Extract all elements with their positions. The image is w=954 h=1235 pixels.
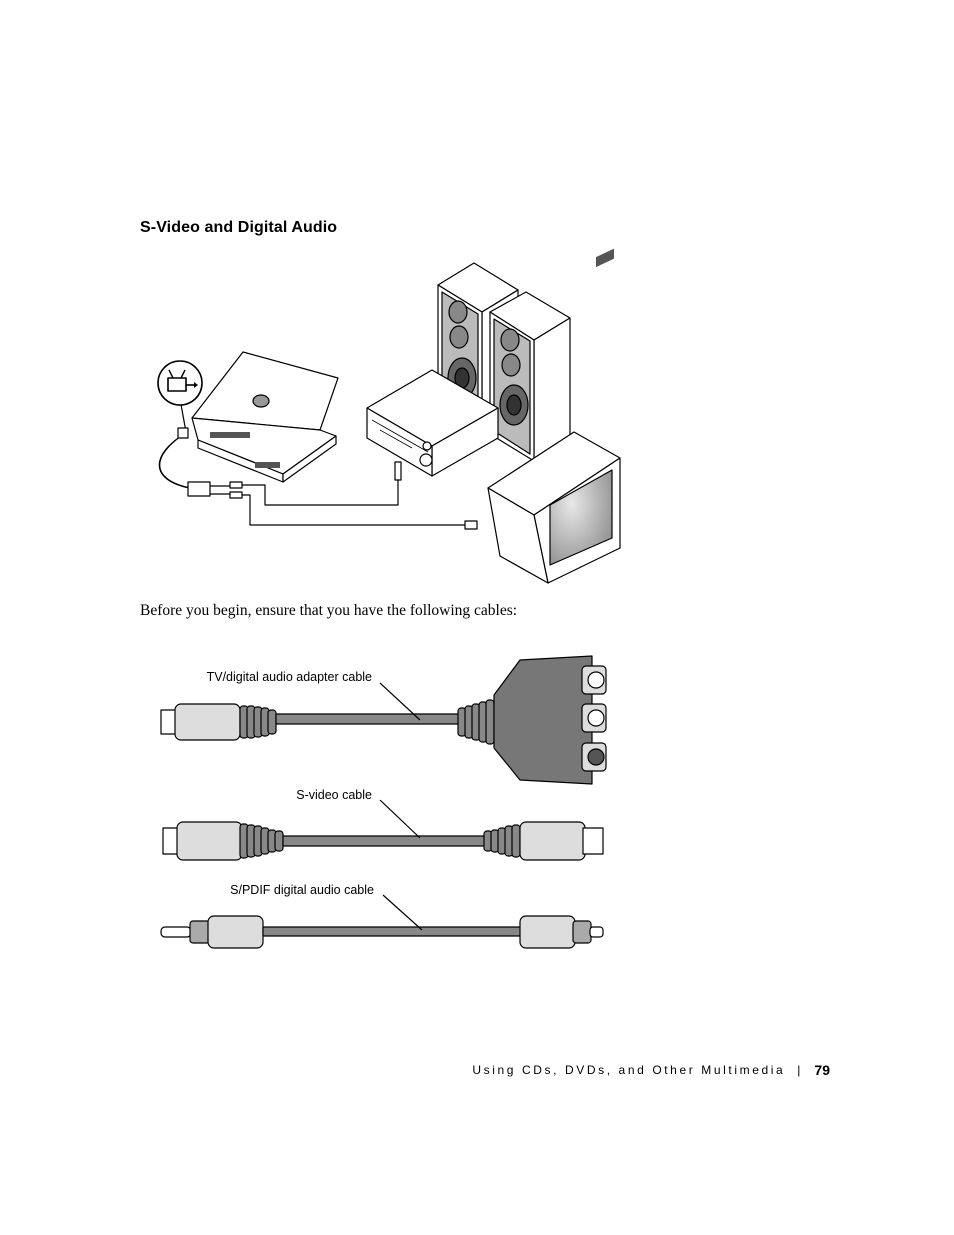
laptop-icon	[191, 351, 339, 483]
spdif-cable-label: S/PDIF digital audio cable	[230, 883, 374, 897]
page-number: 79	[814, 1062, 830, 1078]
television-icon	[487, 248, 621, 584]
tv-adapter-cable-label: TV/digital audio adapter cable	[206, 670, 372, 684]
footer-separator: |	[797, 1063, 801, 1077]
speaker-icon	[489, 291, 571, 462]
receiver-icon	[366, 369, 499, 477]
intro-text: Before you begin, ensure that you have t…	[140, 602, 518, 619]
svideo-cable-illustration	[162, 799, 604, 861]
footer-section-title: Using CDs, DVDs, and Other Multimedia	[472, 1063, 786, 1077]
section-heading: S-Video and Digital Audio	[140, 219, 338, 236]
tv-out-icon	[157, 360, 203, 406]
spdif-cable-illustration	[160, 894, 604, 949]
svideo-cable-label: S-video cable	[296, 788, 372, 802]
page-footer: Using CDs, DVDs, and Other Multimedia | …	[472, 1062, 830, 1078]
connection-illustration	[157, 248, 621, 584]
